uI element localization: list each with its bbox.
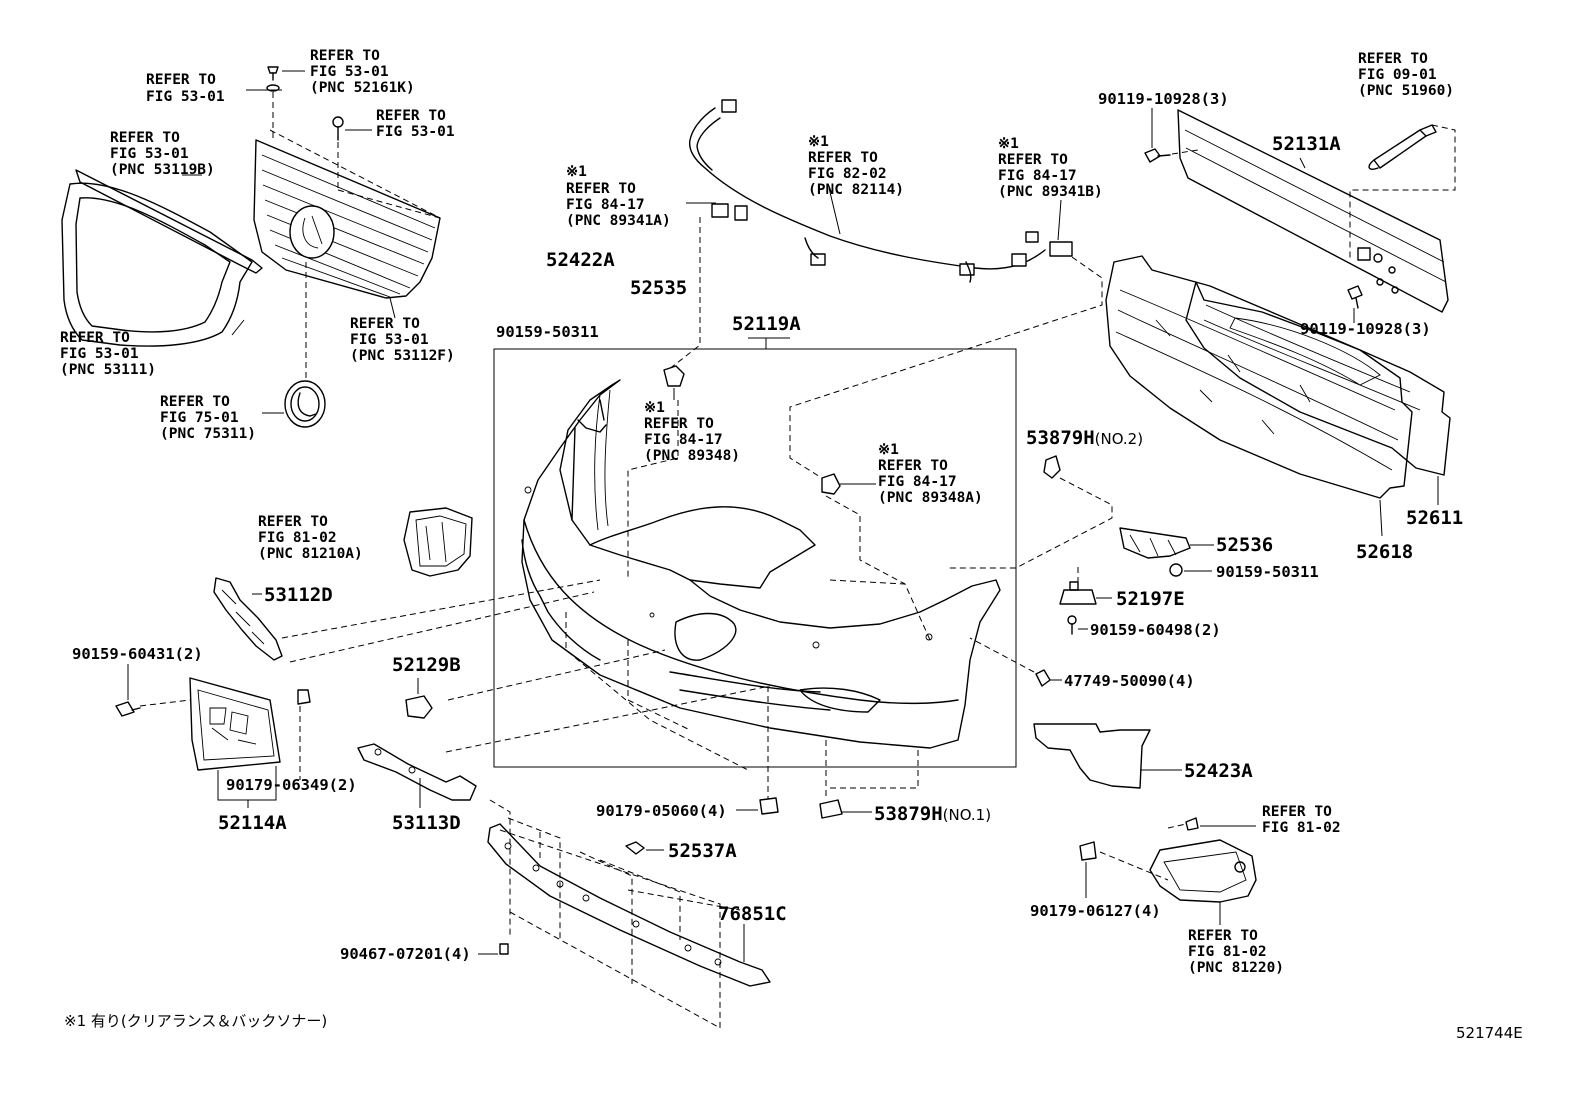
part-90159-60498: 90159-60498(2)	[1090, 621, 1221, 639]
ref-fig8102: REFER TO FIG 81-02	[1262, 804, 1341, 836]
ref-pnc53111: REFER TO FIG 53-01 (PNC 53111)	[60, 330, 156, 378]
clip-53879H-no2	[946, 455, 1113, 569]
clip-89348A	[821, 473, 876, 495]
grille-molding-frame	[61, 169, 263, 347]
part-52537A: 52537A	[668, 840, 737, 862]
part-52611: 52611	[1406, 507, 1463, 529]
part-90159-60431: 90159-60431(2)	[72, 645, 203, 663]
bolt-90159-60431	[115, 664, 141, 717]
bolt-47749-50090	[969, 637, 1062, 687]
towing-eye-rod	[1368, 124, 1437, 170]
ref-5301-pnc52161k: REFER TO FIG 53-01 (PNC 52161K)	[310, 48, 415, 96]
part-52131A: 52131A	[1272, 133, 1341, 155]
diagram-id: 521744E	[1456, 1024, 1523, 1042]
bracket-52536	[1119, 527, 1214, 577]
clip-90179-05060	[736, 797, 779, 815]
reinforcement-bolts	[1144, 108, 1456, 323]
bracket-52197E	[1059, 567, 1112, 635]
ref-pnc53112f: REFER TO FIG 53-01 (PNC 53112F)	[350, 316, 455, 364]
grille-clips	[266, 66, 344, 141]
clip-52129B	[405, 649, 666, 719]
bracket-53112D	[213, 577, 601, 663]
ref-pnc75311: REFER TO FIG 75-01 (PNC 75311)	[160, 394, 256, 442]
grille-dashed-guides	[182, 70, 441, 414]
part-76851C: 76851C	[718, 903, 787, 925]
clip-89348	[663, 365, 685, 400]
spoiler-dashed-guides	[489, 799, 741, 1029]
lexus-emblem	[284, 380, 326, 428]
ref-pnc81210a: REFER TO FIG 81-02 (PNC 81210A)	[258, 514, 363, 562]
part-52422A: 52422A	[546, 249, 615, 271]
bracket-53113D	[357, 685, 771, 808]
center-dashed-guides	[565, 400, 931, 800]
part-52423A: 52423A	[1184, 760, 1253, 782]
clip-52537A	[625, 841, 664, 855]
ref-pnc89341a: ※1 REFER TO FIG 84-17 (PNC 89341A)	[566, 164, 671, 229]
radiator-grille	[253, 139, 441, 299]
part-52114A: 52114A	[218, 812, 287, 834]
fog-lamp	[1079, 817, 1257, 925]
cover-52423A	[1033, 723, 1182, 789]
fog-lamp-bracket-81210A	[403, 507, 473, 577]
part-90159-50311-a: 90159-50311	[496, 323, 599, 341]
part-53879H-no1: 53879H(NO.1)	[874, 803, 991, 825]
ref-pnc82114: ※1 REFER TO FIG 82-02 (PNC 82114)	[808, 134, 904, 198]
ref-5301-left: REFER TO FIG 53-01	[146, 72, 225, 105]
wire-harness	[667, 99, 1103, 481]
part-90179-06127: 90179-06127(4)	[1030, 902, 1161, 920]
ref-5301-right: REFER TO FIG 53-01	[376, 108, 455, 140]
part-90179-05060: 90179-05060(4)	[596, 802, 727, 820]
part-90119-10928-b: 90119-10928(3)	[1300, 320, 1431, 338]
ref-pnc53119b: REFER TO FIG 53-01 (PNC 53119B)	[110, 130, 215, 178]
ref-pnc51960: REFER TO FIG 09-01 (PNC 51960)	[1358, 51, 1454, 99]
ref-pnc89348: ※1 REFER TO FIG 84-17 (PNC 89348)	[644, 400, 740, 464]
footnote: ※1 有り(クリアランス＆バックソナー)	[64, 1012, 327, 1030]
part-53113D: 53113D	[392, 812, 461, 834]
part-52536: 52536	[1216, 534, 1273, 556]
part-90119-10928-a: 90119-10928(3)	[1098, 90, 1229, 108]
part-90467-07201: 90467-07201(4)	[340, 945, 471, 963]
part-90179-06349: 90179-06349(2)	[226, 776, 357, 794]
part-52197E: 52197E	[1116, 588, 1185, 610]
license-plate-bracket-52114A	[139, 677, 311, 808]
part-52535: 52535	[630, 277, 687, 299]
ref-pnc89348a: ※1 REFER TO FIG 84-17 (PNC 89348A)	[878, 442, 983, 506]
part-52119A: 52119A	[732, 313, 801, 335]
part-53879H-no2: 53879H(NO.2)	[1026, 427, 1143, 449]
bumper-cover-group-box	[493, 337, 1017, 768]
part-52618: 52618	[1356, 541, 1413, 563]
clip-53879H-no1	[819, 799, 872, 819]
part-53112D: 53112D	[264, 584, 333, 606]
energy-absorber-52611	[1185, 281, 1451, 476]
front-bumper-cover-52119A	[521, 379, 1001, 749]
part-90159-50311-b: 90159-50311	[1216, 563, 1319, 581]
ref-pnc89341b: ※1 REFER TO FIG 84-17 (PNC 89341B)	[998, 136, 1103, 200]
part-47749-50090: 47749-50090(4)	[1064, 672, 1195, 690]
bumper-reinforcement-52131A	[1177, 109, 1449, 313]
ref-pnc81220: REFER TO FIG 81-02 (PNC 81220)	[1188, 928, 1284, 976]
bumper-retainer-52618	[1105, 255, 1413, 499]
part-52129B: 52129B	[392, 654, 461, 676]
